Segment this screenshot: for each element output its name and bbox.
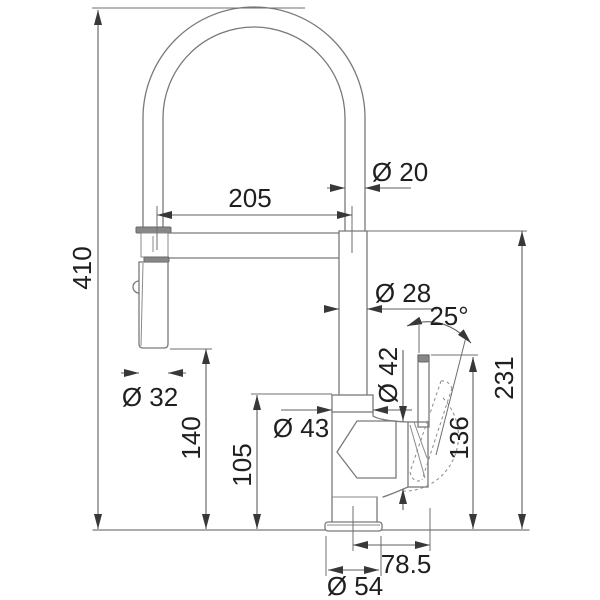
handle-cap — [417, 354, 430, 363]
faucet-outline — [92, 6, 530, 532]
handle-swing-arc — [398, 397, 459, 492]
dimension-labels: 410 205 Ø 20 Ø 28 25° Ø 42 Ø 32 140 105 … — [67, 157, 519, 600]
dim-sprayhead-diameter-label: Ø 32 — [122, 382, 178, 412]
ext-angle-slant-ref — [435, 336, 467, 456]
handle-lever — [417, 354, 430, 428]
spray-button — [132, 280, 140, 294]
body-right-bottom — [382, 486, 409, 498]
dim-hose-diameter-label: Ø 20 — [372, 157, 428, 187]
handle-tilted-edge — [409, 380, 442, 473]
extension-lines — [92, 7, 527, 576]
dimension-lines — [94, 10, 526, 574]
dimline-handle-angle-arc — [406, 316, 472, 344]
body-right-shoulder — [372, 411, 409, 423]
handle-tilted-top — [440, 380, 453, 389]
dim-spout-height-label: 231 — [489, 356, 519, 399]
spout-arc-inner — [162, 26, 346, 119]
spray-head-edge — [140, 262, 144, 347]
dim-handle-angle-label: 25° — [429, 301, 468, 331]
spout-arc-outer — [142, 6, 366, 119]
spray-holder-body — [140, 232, 169, 258]
spray-head — [138, 261, 169, 349]
dim-handle-height-label: 136 — [444, 416, 474, 459]
dim-sprayhead-height-label: 140 — [176, 416, 206, 459]
valve-boss — [336, 420, 397, 479]
dim-body-section-label: 105 — [227, 443, 257, 486]
spray-holder-collar — [135, 226, 172, 234]
dim-valve-diameter-label: Ø 42 — [373, 347, 403, 403]
dim-body-diameter-label: Ø 43 — [273, 413, 329, 443]
dim-base-diameter-label: Ø 54 — [327, 571, 383, 600]
dim-spout-reach-label: 205 — [228, 183, 271, 213]
dim-riser-diameter-label: Ø 28 — [375, 278, 431, 308]
dim-handle-offset-label: 78.5 — [381, 549, 432, 579]
dim-total-height-label: 410 — [67, 246, 97, 289]
handle-tilted-edge — [421, 387, 453, 481]
handle-tilted-bottom — [409, 471, 423, 482]
body-flange — [331, 394, 374, 413]
spray-head-ring — [143, 256, 170, 263]
